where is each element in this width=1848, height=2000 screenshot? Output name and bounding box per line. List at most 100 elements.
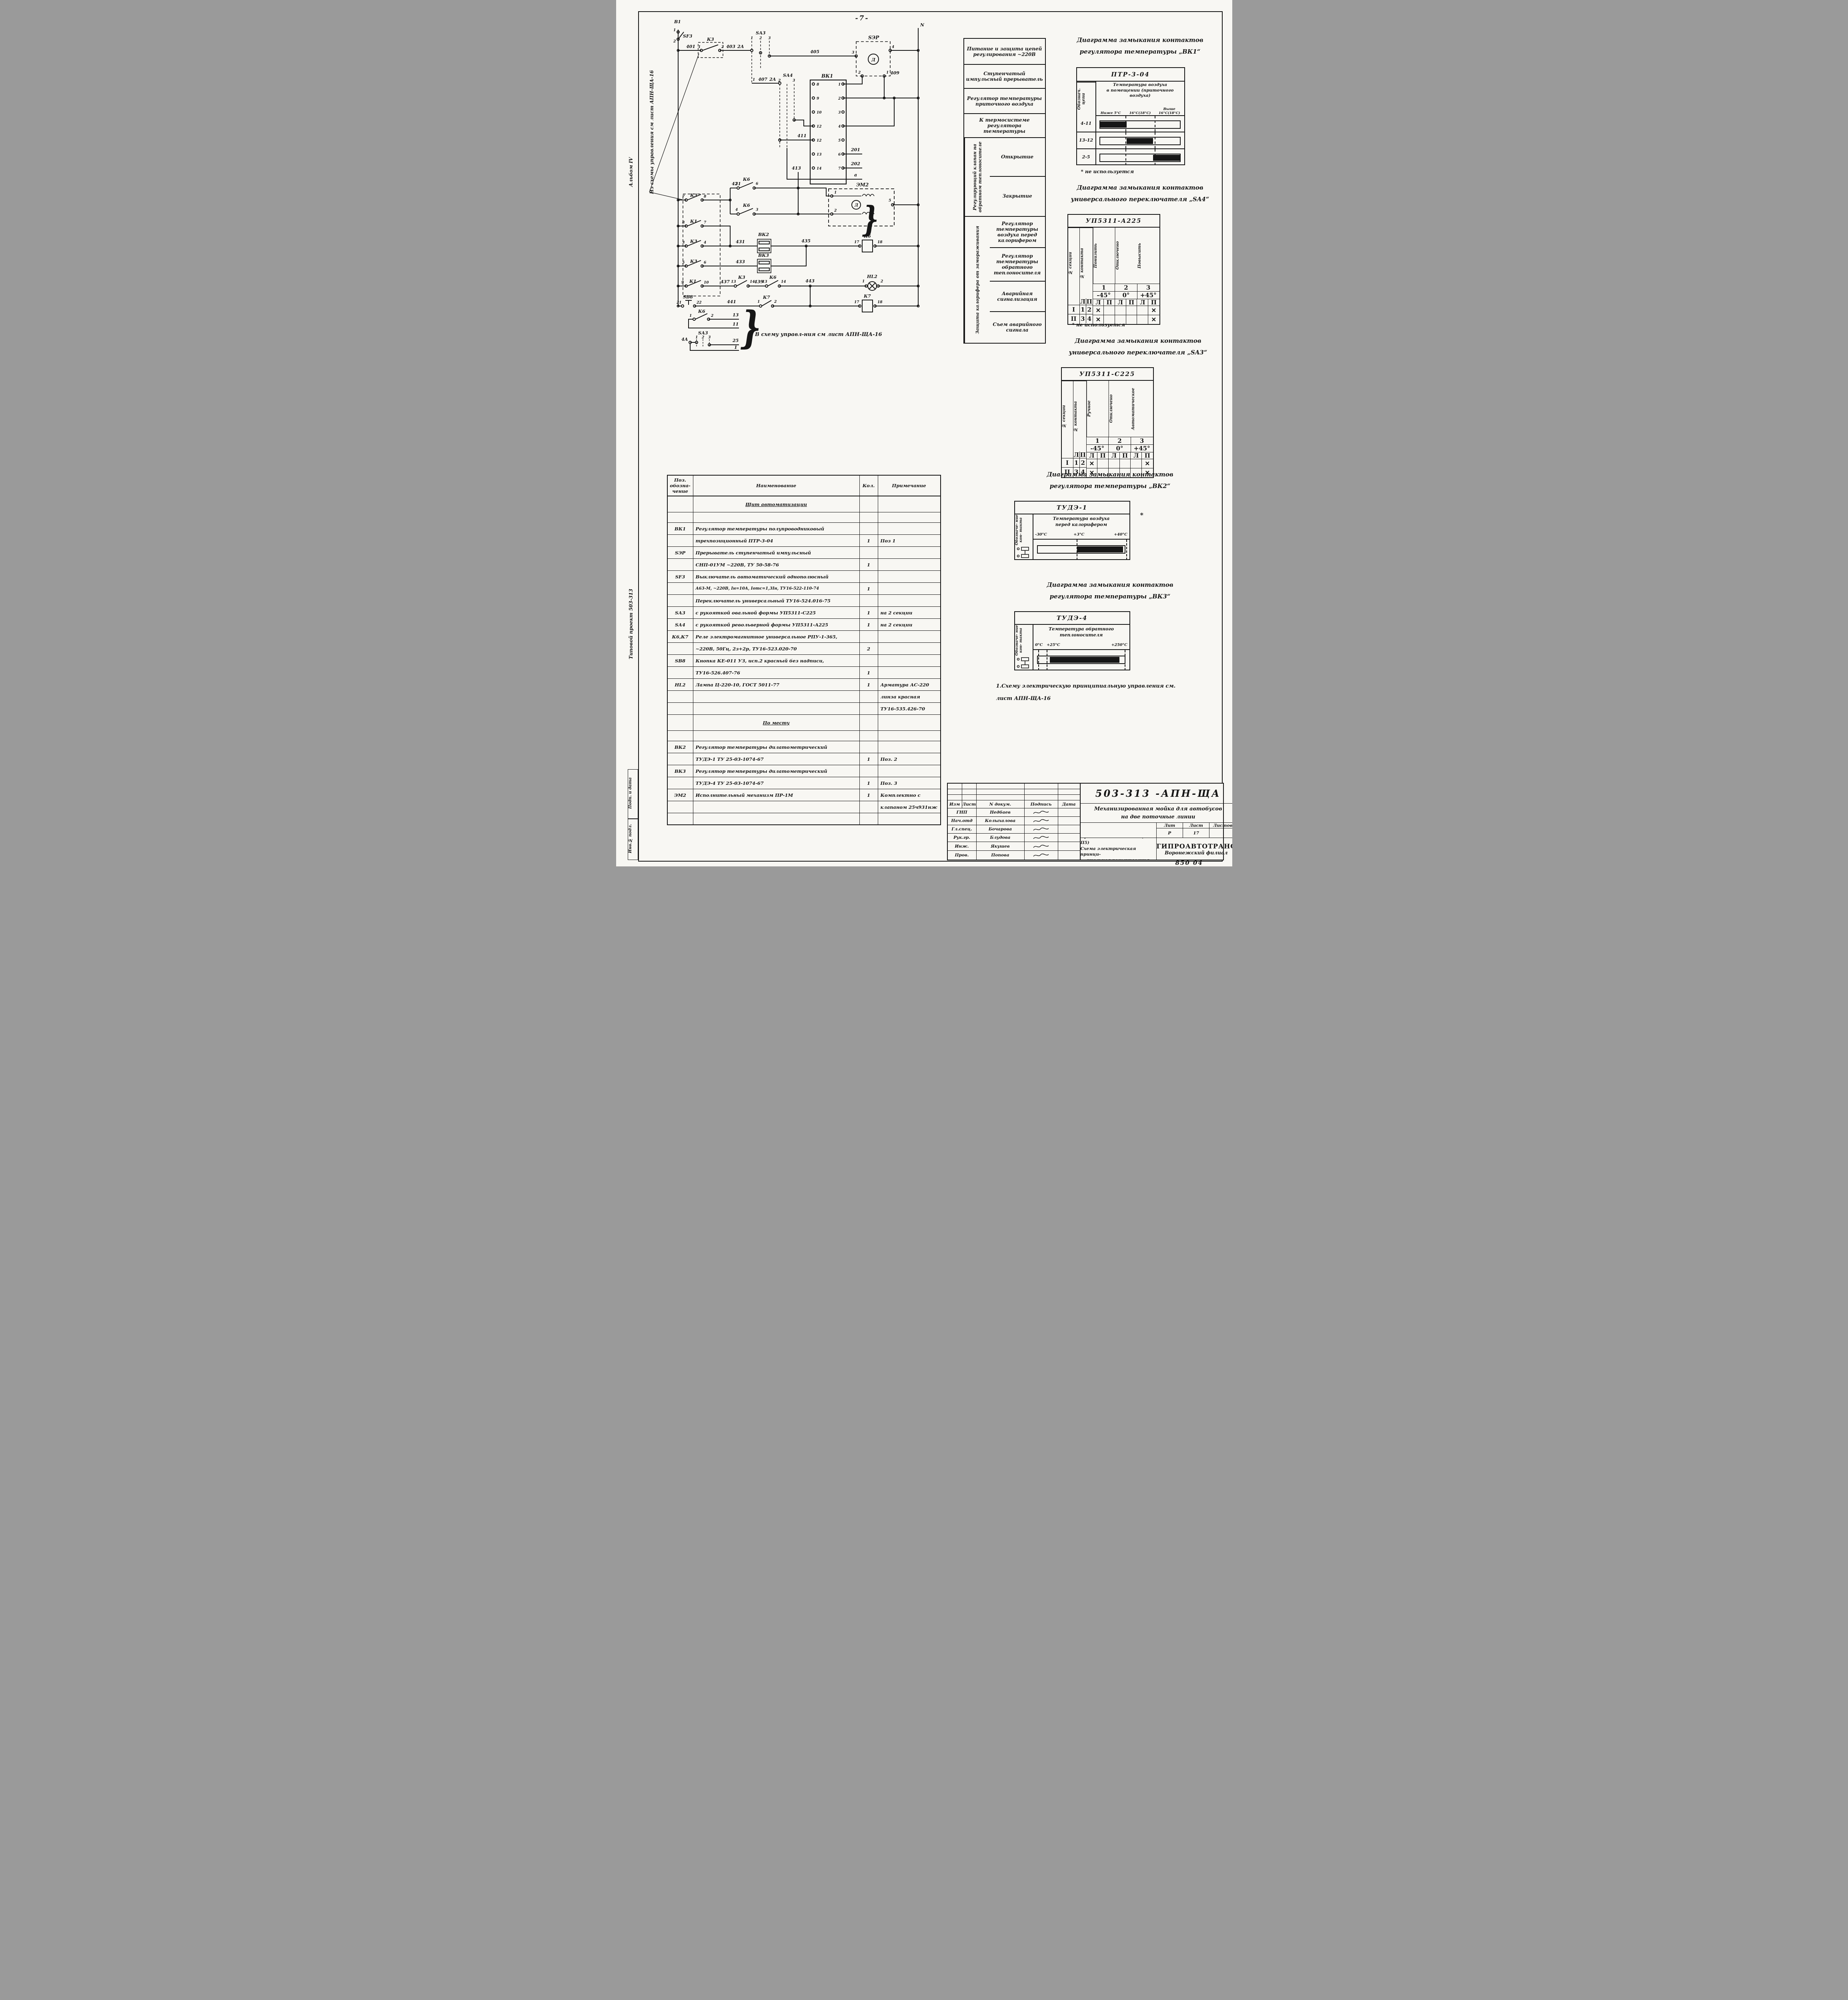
organization: ГИПРОАВТОТРАНС Воронежский филиал — [1157, 838, 1232, 860]
pin-label: 22 — [696, 301, 702, 305]
diagram-sa4-note: * не используется — [1072, 322, 1125, 328]
signature-squiggle — [1033, 819, 1049, 822]
contact-bar-row — [1033, 649, 1129, 670]
device-ref: SА3 — [756, 30, 766, 36]
pin-label: 13 — [817, 153, 822, 157]
diagram-bk1-table: ПТР-3-04 Обознач. цепи 4-11 13-12 2-5 Те… — [1076, 67, 1185, 165]
position-number: 3 — [1146, 284, 1151, 291]
part-pos — [668, 753, 693, 765]
stamp-header-row: Изм Лист N докум. Подпись Дата — [947, 800, 1080, 808]
table-row: А63-М, ~220В, Iн=10А, Iотс=1,3Iн, ТУ16-5… — [667, 583, 940, 595]
contact-number: 3 — [1080, 314, 1086, 323]
part-qty — [860, 655, 878, 666]
part-pos: ВК3 — [668, 765, 693, 777]
bus-label: N — [920, 22, 925, 28]
part-pos — [668, 691, 693, 702]
part-pos — [668, 777, 693, 789]
part-name: Регулятор температуры дилатометрический — [693, 741, 860, 753]
signature-squiggle — [1033, 828, 1049, 831]
part-pos — [668, 559, 693, 570]
function-row: Аварийная сигнализация — [989, 282, 1045, 312]
device-ref: К1 — [690, 219, 697, 224]
closure-mark: ✕ — [1093, 306, 1104, 315]
diagram-bk3-title: Диаграмма замыкания контактов регулятора… — [1018, 579, 1202, 602]
closure-mark — [1115, 306, 1126, 315]
angle-label: +45° — [1133, 445, 1150, 452]
sheets-value — [1209, 828, 1232, 838]
pin-label: 12 — [817, 125, 822, 129]
rung-bk3: 5 К3 6 433 ВК3 — [677, 246, 807, 273]
control-branch-group: К6 1 2 13 11 SА3 1 2 3 4А 25 1 } В схему… — [681, 301, 882, 352]
role-label: Инж. — [947, 842, 977, 851]
angle-label: -45° — [1087, 445, 1109, 452]
column-header: Обозначе- ние кон- такта — [1015, 514, 1023, 546]
position-number: 3 — [1139, 437, 1144, 444]
person-name: Якушев — [976, 842, 1025, 851]
closure-mark: ✕ — [1087, 468, 1098, 477]
pin-label: 8 — [817, 83, 819, 87]
pin-label: 14 — [817, 167, 822, 171]
contact-number: 1 — [1073, 458, 1080, 467]
part-qty: 2 — [860, 643, 878, 654]
part-name: Кнопка КЕ-011 УЗ, исп.2 красный без надп… — [693, 655, 860, 666]
title-line: регулятора температуры „ВК2“ — [1049, 482, 1171, 490]
hand-label: П — [1120, 452, 1131, 459]
pin-label: 3 — [682, 241, 685, 245]
contact-bar-row — [1033, 539, 1129, 560]
pin-label: 2 — [721, 45, 724, 49]
part-qty: 1 — [860, 607, 878, 618]
stamp-box-date: Подп. и дата — [627, 769, 638, 819]
part-qty — [860, 801, 878, 813]
col-header-name: Наименование — [693, 476, 860, 496]
part-note — [878, 741, 940, 753]
title-line: Механизированная мойка для автобусов — [1094, 806, 1222, 812]
stamp-col: N докум. — [976, 800, 1025, 808]
album-label: Альбом IV — [628, 157, 634, 187]
header-line: перед калорифером — [1055, 522, 1107, 528]
wire-number: 443 — [805, 278, 815, 284]
part-pos — [668, 583, 693, 594]
pin-label: 13 — [731, 280, 736, 284]
subtitle-line: Приточная система П1(П2-П5) — [1080, 838, 1152, 845]
person-name: Попова — [977, 851, 1025, 860]
device-ref: К3 — [690, 193, 697, 198]
role-label: Рук.гр. — [947, 834, 977, 842]
note-line: 1.Схему электрическую принципиальную упр… — [996, 683, 1176, 689]
function-group-protect: Защита калорифера от замораживания Регул… — [964, 216, 1045, 343]
header-line: Температура обратного — [1049, 626, 1114, 632]
closure-mark: ✕ — [1145, 469, 1150, 476]
function-row: Закрытие — [1002, 193, 1032, 199]
diagram-sa3-table: УП5311-С225 № секции I II № контакта Л П… — [1061, 367, 1154, 478]
function-row: Открытие — [989, 138, 1045, 177]
hand-label: Л — [1080, 298, 1086, 305]
pin-label: 3 — [838, 111, 841, 115]
pin-label: 3 — [756, 208, 758, 212]
section-number: I — [1061, 458, 1073, 468]
person-name: Колыхалова — [976, 817, 1025, 825]
contact-number: 1 — [1080, 305, 1086, 314]
part-qty — [860, 703, 878, 714]
closure-mark — [1104, 315, 1115, 324]
part-note: Поз 1 — [880, 538, 896, 544]
section-number: II — [1071, 315, 1077, 322]
pin-label: 4 — [838, 125, 841, 129]
hand-label: П — [1086, 298, 1092, 305]
pin-label: 2 — [858, 71, 861, 75]
part-qty: 1 — [860, 583, 878, 594]
function-row: Питание и защита цепей регулирования ~22… — [964, 39, 1045, 65]
part-note: на 2 секции — [880, 622, 913, 628]
function-group-valve: Регулирующий клапан на обратном теплонос… — [964, 138, 1045, 217]
part-pos: SА3 — [668, 607, 693, 618]
title-line: Диаграмма замыкания контактов — [1075, 337, 1201, 344]
part-qty: 1 — [860, 535, 878, 546]
part-qty — [860, 741, 878, 753]
circuit-label: 2-5 — [1082, 154, 1090, 160]
closed-range — [1127, 138, 1153, 144]
wire-number: 435 — [801, 238, 811, 244]
part-qty: 1 — [860, 753, 878, 765]
contact-number: 2 — [1081, 459, 1085, 466]
pin-label: 2 — [838, 97, 841, 101]
device-ref: К3 — [738, 275, 745, 280]
